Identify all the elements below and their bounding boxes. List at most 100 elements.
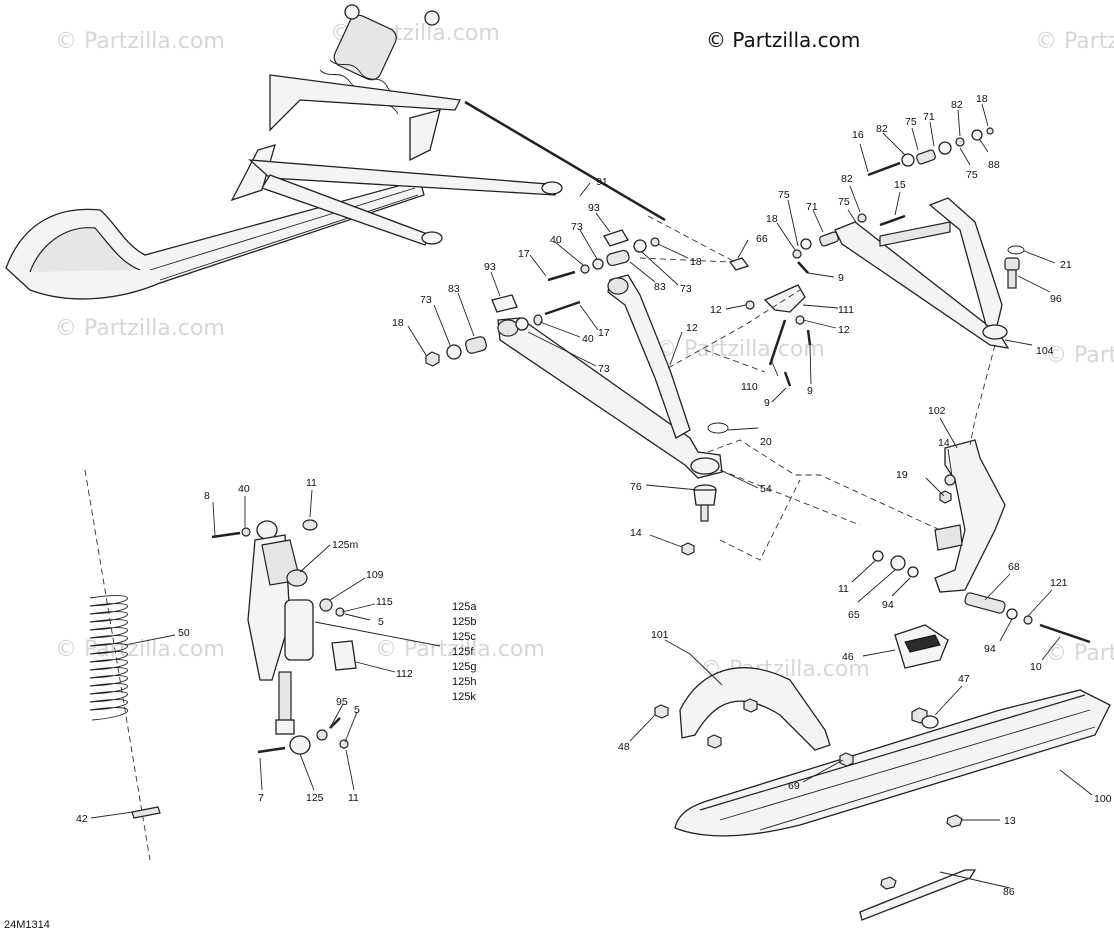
callout: 82 — [876, 123, 888, 135]
callout: 17 — [598, 327, 610, 339]
callout: 82 — [951, 99, 963, 111]
watermark: © Partzilla.com — [1035, 29, 1114, 54]
watermark: © Partzilla.com — [1045, 641, 1114, 666]
callout: 104 — [1036, 345, 1054, 357]
callout: 11 — [348, 792, 359, 804]
callout: 96 — [1050, 293, 1062, 305]
callout: 125m — [332, 539, 359, 551]
callout: 18 — [690, 256, 702, 268]
callout: 115 — [376, 596, 393, 608]
callout: 86 — [1003, 886, 1015, 898]
ski-assembly — [654, 624, 1111, 921]
callout: 95 — [336, 696, 348, 708]
callout: 101 — [651, 629, 669, 641]
callout: 93 — [484, 261, 496, 273]
callout: 66 — [756, 233, 768, 245]
watermark: © Partzilla.com — [55, 316, 225, 341]
callout: 9 — [807, 385, 813, 397]
watermark: © Partzilla.com — [375, 637, 545, 662]
callout: 48 — [618, 741, 630, 753]
watermark: © Partzilla.com — [55, 29, 225, 54]
callout: 65 — [848, 609, 860, 621]
spindle-assembly — [872, 439, 1091, 644]
callout: 14 — [938, 437, 950, 449]
callout: 94 — [984, 643, 996, 655]
kit-list-item: 125g — [452, 661, 476, 673]
callout: 100 — [1094, 793, 1112, 805]
callout: 47 — [958, 673, 970, 685]
callout: 9 — [838, 272, 844, 284]
callout: 68 — [1008, 561, 1020, 573]
kit-list-item: 125a — [452, 601, 477, 613]
lower-a-arm-assembly — [425, 229, 750, 556]
watermark: © Partzilla.com — [655, 337, 825, 362]
callout: 12 — [686, 322, 698, 334]
callout: 5 — [354, 704, 360, 716]
callout: 109 — [366, 569, 384, 581]
kit-list-item: 125b — [452, 616, 476, 628]
callout: 15 — [894, 179, 906, 191]
callout: 42 — [76, 813, 88, 825]
leader-lines — [90, 103, 1093, 889]
callout: 20 — [760, 436, 772, 448]
callout: 40 — [550, 234, 562, 246]
callout: 54 — [760, 483, 772, 495]
callout: 8 — [204, 490, 210, 502]
callout: 50 — [178, 627, 190, 639]
callout: 71 — [806, 201, 818, 213]
callout: 88 — [988, 159, 1000, 171]
callout: 40 — [582, 333, 594, 345]
connection-lines — [639, 215, 996, 561]
watermark: © Partzilla.com — [55, 637, 225, 662]
callout: 40 — [238, 483, 250, 495]
callout: 19 — [896, 469, 908, 481]
callout: 83 — [448, 283, 460, 295]
callout: 75 — [966, 169, 978, 181]
kit-list-item: 125h — [452, 676, 476, 688]
callout: 11 — [306, 477, 317, 489]
callout: 75 — [778, 189, 790, 201]
callout: 11 — [838, 583, 849, 595]
callout: 73 — [680, 283, 692, 295]
callout: 82 — [841, 173, 853, 185]
callout: 18 — [766, 213, 778, 225]
callout: 18 — [392, 317, 404, 329]
callout: 94 — [882, 599, 894, 611]
callout: 13 — [1004, 815, 1016, 827]
callout: 125 — [306, 792, 324, 804]
callout: 83 — [654, 281, 666, 293]
callout: 17 — [518, 248, 530, 260]
callout: 112 — [396, 668, 413, 680]
kit-list-item: 125f — [452, 646, 474, 658]
callout: 12 — [838, 324, 850, 336]
callout: 71 — [923, 111, 935, 123]
callout: 14 — [630, 527, 642, 539]
callout: 110 — [741, 381, 758, 393]
callout: 46 — [842, 651, 854, 663]
callout: 102 — [928, 405, 946, 417]
kit-list-item: 125c — [452, 631, 476, 643]
reference-code: 24M1314 — [4, 919, 50, 931]
callout: 69 — [788, 780, 800, 792]
callout: 73 — [420, 294, 432, 306]
callout: 10 — [1030, 661, 1042, 673]
callout: 75 — [905, 116, 917, 128]
kit-list: 125a 125b 125c 125f 125g 125h 125k — [452, 601, 477, 703]
callout: 18 — [976, 93, 988, 105]
callout: 12 — [710, 304, 722, 316]
callout: 7 — [258, 792, 264, 804]
callout-labels: 8 40 11 125m 109 115 5 50 112 95 5 7 125… — [76, 93, 1112, 898]
callout: 73 — [571, 221, 583, 233]
callout: 111 — [838, 304, 854, 316]
callout: 16 — [852, 129, 864, 141]
watermark: © Partzilla.com — [1045, 343, 1114, 368]
kit-list-item: 125k — [452, 691, 476, 703]
spring — [84, 469, 161, 861]
copyright-notice: © Partzilla.com — [706, 28, 860, 52]
callout: 73 — [598, 363, 610, 375]
callout: 91 — [596, 176, 608, 188]
callout: 9 — [764, 397, 770, 409]
assembled-suspension-illustration — [5, 4, 666, 300]
callout: 5 — [378, 616, 384, 628]
